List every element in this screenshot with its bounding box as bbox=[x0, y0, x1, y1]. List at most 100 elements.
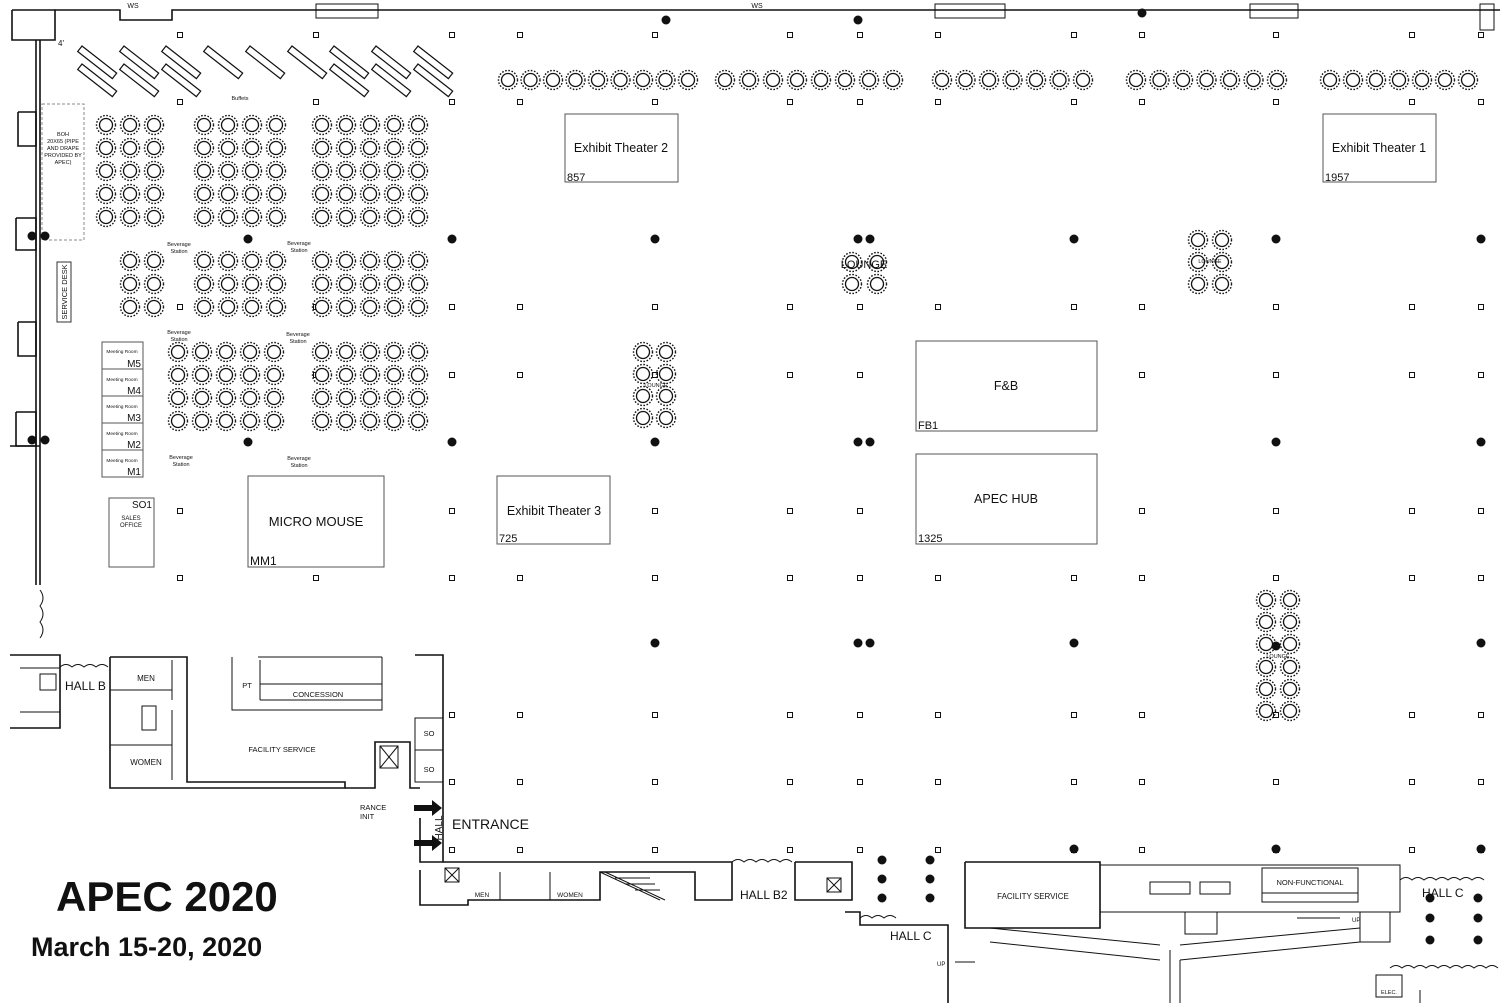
column-pillar bbox=[1476, 234, 1486, 244]
booth-theater3[interactable]: Exhibit Theater 3 725 bbox=[496, 475, 611, 545]
round-table bbox=[789, 72, 805, 88]
meeting-room-caption: Meeting Room bbox=[106, 349, 137, 355]
booth-theater2[interactable]: Exhibit Theater 2 857 bbox=[564, 113, 679, 184]
round-table bbox=[122, 253, 138, 269]
round-table bbox=[242, 367, 258, 383]
round-table bbox=[658, 72, 673, 88]
rect-table bbox=[118, 45, 160, 80]
booth-theater3-number: 725 bbox=[499, 533, 517, 545]
non-functional-label: NON-FUNCTIONAL bbox=[1276, 878, 1343, 887]
column-pillar bbox=[853, 234, 863, 244]
table-chairs bbox=[143, 160, 165, 182]
table-chairs bbox=[1255, 589, 1277, 611]
lounge-label: LOUNGE bbox=[644, 383, 668, 389]
round-table bbox=[98, 140, 114, 156]
round-table bbox=[362, 117, 378, 133]
column bbox=[1139, 508, 1145, 514]
beverage-stations: Beverage Station Beverage Station Bevera… bbox=[167, 241, 311, 469]
round-table bbox=[386, 163, 402, 179]
round-table bbox=[885, 72, 901, 88]
round-table bbox=[146, 209, 162, 225]
meeting-rooms[interactable]: Meeting Room Meeting Room Meeting Room M… bbox=[101, 341, 144, 478]
table-chairs bbox=[1255, 656, 1277, 678]
round-table bbox=[410, 140, 426, 156]
round-table bbox=[170, 413, 186, 429]
service-desk[interactable] bbox=[56, 261, 72, 323]
booth-theater1[interactable]: Exhibit Theater 1 1957 bbox=[1322, 113, 1437, 184]
round-table bbox=[314, 344, 330, 360]
column-pillar bbox=[1476, 638, 1486, 648]
booth-micromouse[interactable]: MICRO MOUSE MM1 bbox=[247, 475, 385, 568]
up-label: UP bbox=[1352, 918, 1360, 924]
table-chairs bbox=[1172, 69, 1194, 91]
column bbox=[1478, 372, 1484, 378]
table-chairs bbox=[335, 160, 357, 182]
round-table bbox=[362, 209, 378, 225]
round-table bbox=[386, 117, 402, 133]
column bbox=[652, 712, 658, 718]
round-table bbox=[1246, 72, 1261, 88]
round-table bbox=[220, 253, 236, 269]
column bbox=[177, 304, 183, 310]
column bbox=[787, 372, 793, 378]
column bbox=[652, 304, 658, 310]
table-chairs bbox=[407, 206, 429, 228]
table-chairs bbox=[383, 273, 405, 295]
table-chairs bbox=[265, 250, 287, 272]
column-pillar bbox=[243, 234, 253, 244]
column bbox=[1071, 32, 1077, 38]
table-chairs bbox=[1196, 69, 1217, 91]
meeting-room-m1[interactable] bbox=[101, 449, 144, 478]
rect-table bbox=[118, 63, 160, 98]
round-table bbox=[410, 209, 426, 225]
table-chairs bbox=[335, 364, 357, 386]
column bbox=[517, 779, 523, 785]
round-table bbox=[386, 253, 402, 269]
table-chairs bbox=[239, 387, 261, 409]
round-table bbox=[410, 390, 426, 406]
table-chairs bbox=[497, 69, 519, 91]
table-chairs bbox=[655, 69, 676, 91]
round-table bbox=[314, 413, 330, 429]
round-table bbox=[220, 140, 236, 156]
column bbox=[1139, 32, 1145, 38]
column bbox=[1478, 304, 1484, 310]
round-table bbox=[1152, 72, 1167, 88]
entrance-arrow-icon bbox=[414, 800, 442, 816]
round-table bbox=[1282, 592, 1298, 608]
boh-label-5: APEC) bbox=[55, 160, 72, 166]
column bbox=[787, 712, 793, 718]
table-chairs bbox=[359, 410, 381, 432]
boh-label-2: 20X65 (PIPE bbox=[47, 139, 79, 145]
sales-office[interactable]: SO1 SALES OFFICE bbox=[108, 497, 155, 568]
meeting-room-m5[interactable] bbox=[101, 341, 144, 370]
column bbox=[1139, 847, 1145, 853]
rect-table bbox=[160, 45, 202, 80]
booth-fb[interactable]: F&B FB1 bbox=[915, 340, 1098, 432]
round-table bbox=[338, 140, 354, 156]
table-chairs bbox=[655, 341, 677, 363]
hall-vertical-label: HALL bbox=[434, 815, 445, 840]
table-chairs bbox=[95, 160, 117, 182]
table-chairs bbox=[1219, 69, 1241, 91]
round-table bbox=[122, 299, 138, 315]
meeting-room-caption: Meeting Room bbox=[106, 404, 137, 410]
round-table bbox=[1258, 703, 1274, 719]
service-desk-label: SERVICE DESK bbox=[60, 264, 69, 319]
rect-table bbox=[370, 45, 412, 80]
round-tables bbox=[95, 69, 1479, 722]
round-table bbox=[1414, 72, 1430, 88]
booth-hub[interactable]: APEC HUB 1325 bbox=[915, 453, 1098, 545]
round-table bbox=[244, 209, 260, 225]
rect-table bbox=[412, 63, 454, 98]
meeting-room-m3[interactable] bbox=[101, 395, 144, 424]
table-chairs bbox=[241, 114, 263, 136]
column bbox=[1273, 779, 1279, 785]
meeting-room-id: M3 bbox=[127, 413, 141, 424]
table-chairs bbox=[738, 69, 760, 91]
table-chairs bbox=[655, 363, 677, 385]
table-chairs bbox=[191, 364, 213, 386]
lounge-label: LOUNGE bbox=[1198, 259, 1222, 265]
round-table bbox=[635, 366, 651, 382]
column-pillar bbox=[650, 234, 660, 244]
